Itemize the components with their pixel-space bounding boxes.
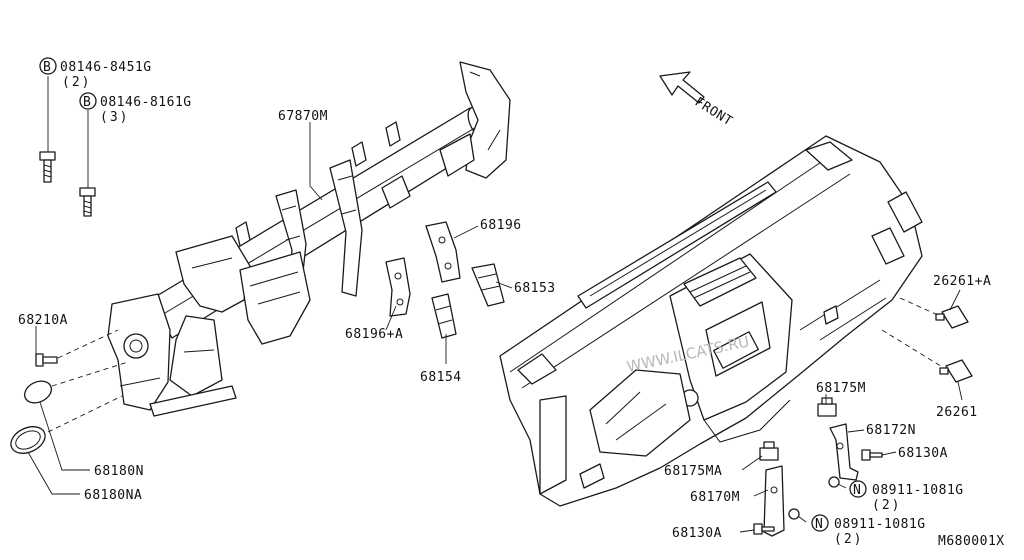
callout-68210a: 68210A (18, 313, 68, 328)
callout-68170m: 68170M (690, 490, 740, 505)
steering-member-illustration (107, 61, 511, 417)
symbol-n-icon (849, 480, 867, 498)
symbol-n-icon (811, 514, 829, 532)
clip-68175m-icon (817, 397, 837, 417)
clip-68175ma-icon (759, 441, 779, 461)
symbol-b-icon (79, 92, 97, 110)
clip-26261-icon (939, 359, 973, 383)
callout-08146-8161g: 08146-8161G (100, 95, 192, 110)
callout-08146-8451g-qty: (2) (62, 75, 91, 90)
symbol-b-icon (39, 57, 57, 75)
diagram-code: M680001X (938, 534, 1005, 549)
callout-68196a: 68196+A (345, 327, 403, 342)
screw-68210a-icon (35, 353, 58, 367)
front-arrow-icon (659, 71, 705, 104)
callout-68130a: 68130A (672, 526, 722, 541)
bolt-68130a-icon (753, 523, 775, 535)
callout-26261: 26261 (936, 405, 978, 420)
symbol-b-text: B (83, 95, 91, 110)
cover-68180na-icon (10, 426, 46, 454)
callout-08146-8451g: 08146-8451G (60, 60, 152, 75)
bracket-68153-illustration (471, 263, 505, 307)
nut-08911-icon (828, 476, 840, 488)
bracket-68196-illustration (425, 221, 461, 283)
callout-68154: 68154 (420, 370, 462, 385)
bolt-68130a-icon (861, 449, 883, 461)
callout-26261a: 26261+A (933, 274, 991, 289)
bracket-68170m-illustration (763, 465, 785, 537)
callout-68180n: 68180N (94, 464, 144, 479)
nut-08911-icon (788, 508, 800, 520)
bolt-icon (79, 110, 96, 217)
callout-68175ma: 68175MA (664, 464, 722, 479)
leader-lines (27, 122, 963, 533)
bracket-68172n-illustration (829, 423, 859, 481)
callout-08146-8161g-qty: (3) (100, 110, 129, 125)
callout-68175m: 68175M (816, 381, 866, 396)
symbol-b-text: B (43, 60, 51, 75)
callout-08911-1081g: 08911-1081G (834, 517, 926, 532)
cap-68180n-icon (23, 380, 53, 404)
callout-67870m: 67870M (278, 109, 328, 124)
bracket-68154-illustration (431, 293, 457, 339)
symbol-n-text: N (815, 517, 823, 532)
callout-08911-1081g: 08911-1081G (872, 483, 964, 498)
callout-68180na: 68180NA (84, 488, 142, 503)
callout-68196: 68196 (480, 218, 522, 233)
bolt-icon (39, 76, 56, 183)
callout-68130a: 68130A (898, 446, 948, 461)
front-label: FRONT (692, 95, 735, 130)
callout-68153: 68153 (514, 281, 556, 296)
instrument-panel-illustration (499, 135, 923, 507)
callout-08911-1081g-qty: (2) (872, 498, 901, 513)
callout-08911-1081g-qty: (2) (834, 532, 863, 547)
bracket-68196a-illustration (385, 257, 411, 317)
callout-68172n: 68172N (866, 423, 916, 438)
symbol-n-text: N (853, 483, 861, 498)
clip-26261a-icon (935, 305, 969, 329)
